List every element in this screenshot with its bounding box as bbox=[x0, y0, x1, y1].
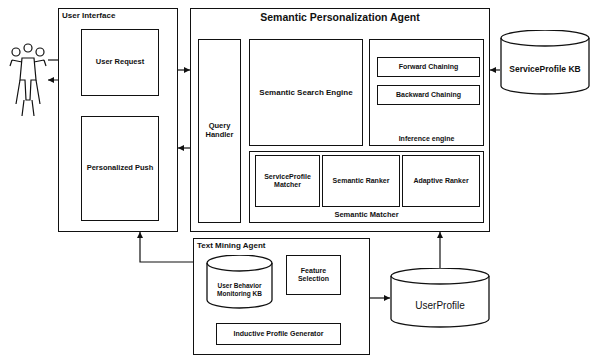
component-box: Semantic Search Engine bbox=[249, 39, 363, 146]
connector-arrow bbox=[140, 232, 193, 262]
node-label: Inductive Profile Generator bbox=[234, 330, 324, 338]
node-label: Text Mining Agent bbox=[197, 241, 265, 250]
node-label: User Behavior Monitoring KB bbox=[209, 282, 270, 297]
node-label: UserProfile bbox=[415, 300, 464, 312]
component-box: Query Handler bbox=[198, 39, 241, 223]
connector-arrow bbox=[370, 297, 390, 298]
component-box: Forward Chaining bbox=[377, 57, 480, 77]
node-label: ServiceProfile Matcher bbox=[259, 173, 316, 189]
connector-arrow bbox=[178, 69, 190, 70]
node-label: User Interface bbox=[62, 11, 115, 20]
node-label: Backward Chaining bbox=[396, 91, 461, 99]
component-box: Adaptive Ranker bbox=[402, 155, 480, 207]
database-cylinder: User Behavior Monitoring KB bbox=[206, 255, 273, 309]
cylinder-outline bbox=[500, 30, 590, 95]
node-label: Personalized Push bbox=[87, 164, 154, 173]
database-cylinder: ServiceProfile KB bbox=[500, 30, 590, 95]
connector-arrow bbox=[490, 69, 500, 70]
node-label: Semantic Personalization Agent bbox=[260, 11, 419, 23]
component-box: Inference engine Forward ChainingBackward… bbox=[369, 39, 484, 146]
component-box: Personalized Push bbox=[81, 116, 159, 221]
node-label: Query Handler bbox=[202, 122, 237, 139]
component-box: ServiceProfile Matcher bbox=[255, 155, 320, 207]
node-label: ServiceProfile KB bbox=[509, 65, 580, 75]
component-box: Semantic Personalization AgentQuery Hand… bbox=[190, 8, 490, 232]
node-label: Semantic Ranker bbox=[333, 177, 390, 185]
component-box: Inductive Profile Generator bbox=[216, 323, 341, 345]
node-label: Inference engine bbox=[399, 135, 455, 143]
connector-arrow bbox=[439, 232, 440, 268]
node-label: Adaptive Ranker bbox=[413, 177, 468, 185]
node-label: Semantic Matcher bbox=[334, 211, 398, 220]
component-box: Feature Selection bbox=[286, 255, 341, 295]
component-box: Semantic Ranker bbox=[322, 155, 400, 207]
component-box: User InterfaceUser RequestPersonalized P… bbox=[58, 8, 178, 232]
connector-arrow bbox=[178, 147, 190, 148]
database-cylinder: UserProfile bbox=[390, 268, 490, 328]
node-label: Forward Chaining bbox=[399, 63, 459, 71]
cylinder-outline bbox=[206, 255, 273, 309]
component-box: User Request bbox=[81, 29, 159, 96]
node-label: Semantic Search Engine bbox=[259, 88, 352, 97]
cylinder-outline bbox=[390, 268, 490, 328]
people-icon bbox=[10, 44, 46, 116]
node-label: Feature Selection bbox=[290, 267, 337, 283]
component-box: Backward Chaining bbox=[377, 85, 480, 105]
component-box: Semantic Matcher ServiceProfile Matcher Se… bbox=[249, 151, 484, 223]
node-label: User Request bbox=[96, 58, 144, 67]
component-box: Text Mining AgentUser Behavior Monitorin… bbox=[193, 238, 370, 355]
